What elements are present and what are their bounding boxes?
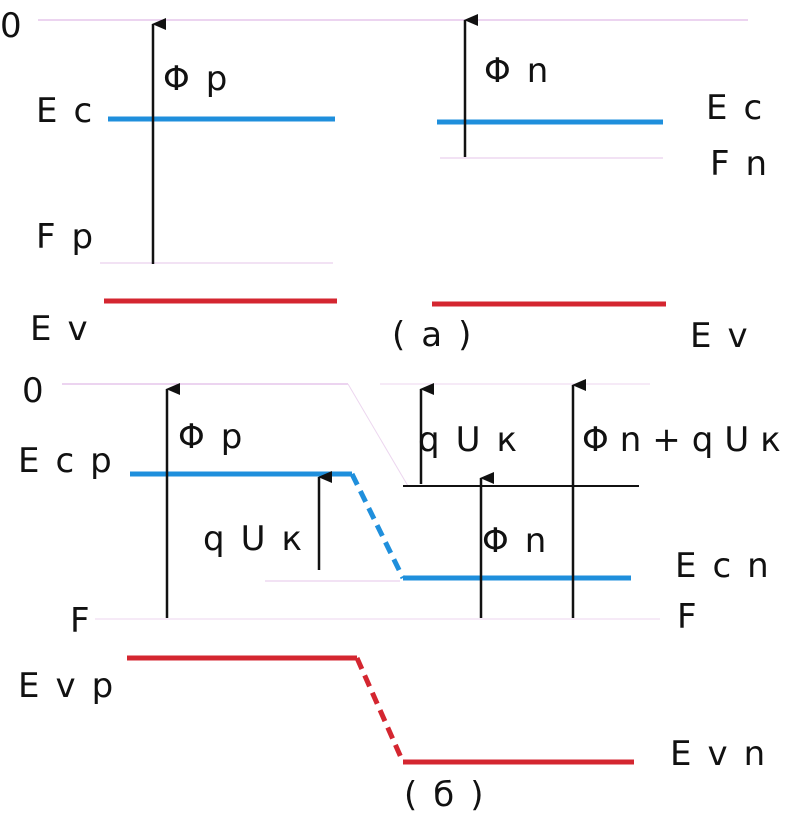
p-conduction-band-label: Ec (36, 91, 108, 131)
vacuum-level-bend (347, 383, 409, 487)
conduction-band-n-label: Ecn (675, 546, 785, 586)
fermi-level-label-right: F (677, 597, 713, 637)
phi-n-label: Φn (484, 51, 564, 91)
p-valence-band-label: Ev (30, 309, 104, 349)
conduction-band-bend (349, 472, 406, 580)
n-fermi-level-label: Fn (710, 144, 783, 184)
valence-band-n-label: Evn (670, 734, 781, 774)
p-fermi-level-label: Fp (36, 217, 109, 257)
fermi-level-label-left: F (70, 601, 106, 641)
phi-p-label-b: Φp (178, 417, 258, 457)
panel-a-caption: (а) (392, 315, 487, 355)
qu-k-label-mid: qUк (203, 519, 318, 559)
vacuum-level-label: 0 (0, 6, 38, 46)
panel-b: 0 Ecp Ecn F F Evp Evn Φp qUк qUк Φn Φn+q… (18, 371, 792, 815)
valence-band-bend (354, 656, 406, 764)
n-valence-band-label: Ev (690, 316, 764, 356)
panel-a: 0 Ec Fp Ev Φp Ec Fn Ev Φn (а) (0, 6, 783, 356)
panel-b-caption: (б) (404, 775, 500, 815)
vacuum-level-label-b: 0 (22, 371, 60, 411)
phi-p-label: Φp (163, 59, 243, 99)
phi-n-plus-qu-k-label: Φn+qUк (582, 420, 792, 460)
qu-k-label-top: qUк (418, 420, 533, 460)
phi-n-label-b: Φn (482, 521, 562, 561)
conduction-band-p-label: Ecp (18, 441, 128, 481)
n-conduction-band-label: Ec (706, 88, 778, 128)
valence-band-p-label: Evp (18, 666, 129, 706)
